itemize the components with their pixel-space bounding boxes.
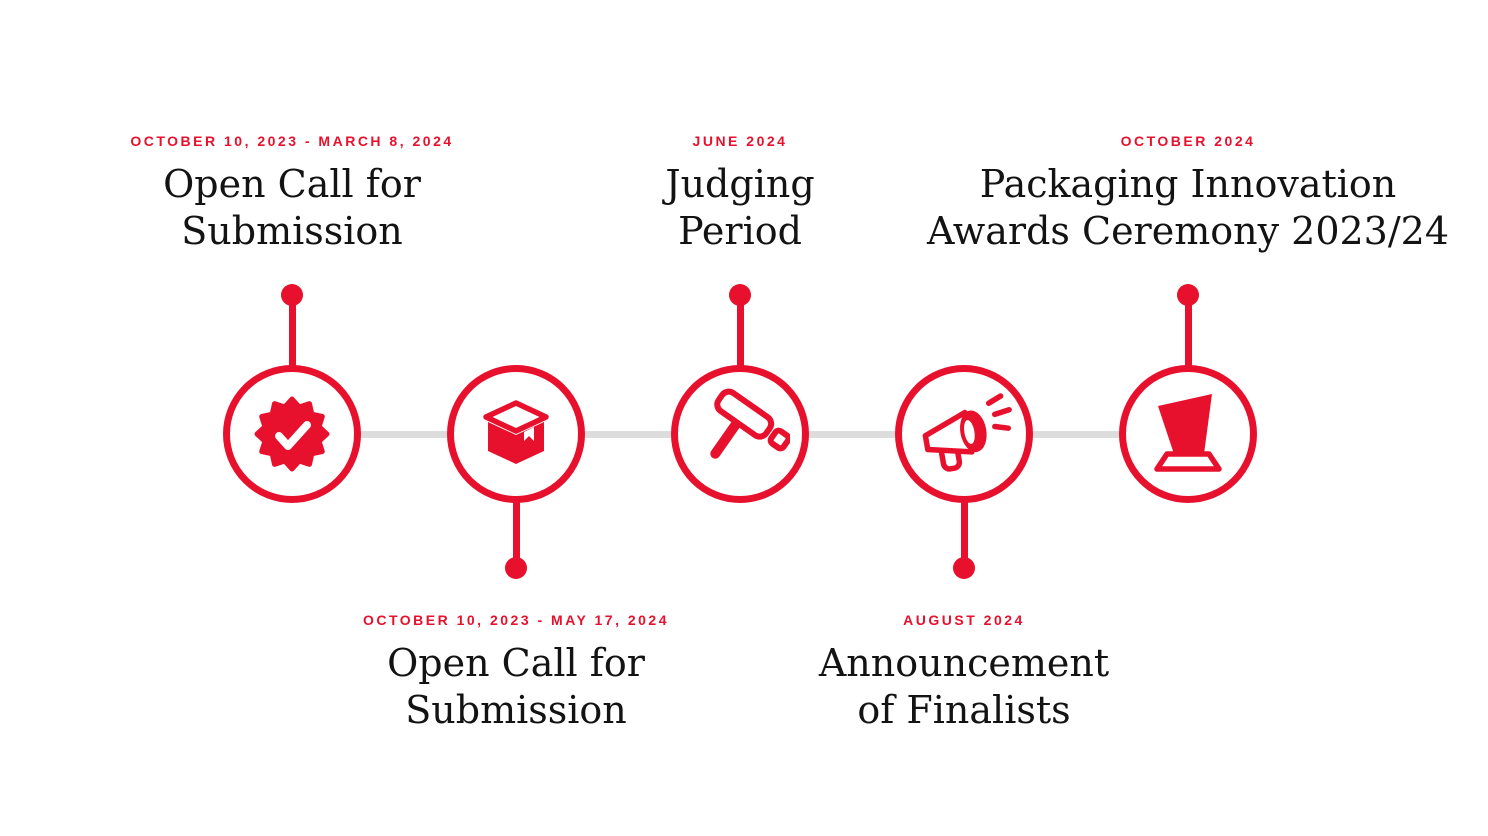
milestone-title: Announcement of Finalists: [818, 641, 1110, 732]
milestone-title: Packaging Innovation Awards Ceremony 202…: [927, 162, 1449, 253]
connector-stem: [512, 496, 520, 566]
connector-stem: [1184, 298, 1192, 368]
megaphone-icon: [914, 384, 1014, 484]
milestone-circle: [223, 365, 361, 503]
milestone-date: OCTOBER 10, 2023 - MAY 17, 2024: [362, 612, 670, 628]
connector-dot: [281, 284, 303, 306]
connector-dot: [1177, 284, 1199, 306]
milestone-date: OCTOBER 2024: [1120, 133, 1256, 149]
badge-check-icon: [242, 384, 342, 484]
connector-dot: [505, 557, 527, 579]
trophy-icon: [1138, 384, 1238, 484]
connector-dot: [729, 284, 751, 306]
connector-stem: [288, 298, 296, 368]
milestone-title: Open Call for Submission: [163, 162, 421, 253]
milestone-date: JUNE 2024: [692, 133, 788, 149]
milestone-title: Judging Period: [665, 162, 815, 253]
connector-dot: [953, 557, 975, 579]
milestone-circle: [895, 365, 1033, 503]
milestone-date: AUGUST 2024: [903, 612, 1025, 628]
connector-stem: [960, 496, 968, 566]
package-icon: [466, 384, 566, 484]
gavel-icon: [690, 384, 790, 484]
milestone-circle: [447, 365, 585, 503]
milestone-date: OCTOBER 10, 2023 - MARCH 8, 2024: [130, 133, 454, 149]
connector-stem: [736, 298, 744, 368]
milestone-title: Open Call for Submission: [387, 641, 645, 732]
milestone-circle: [671, 365, 809, 503]
milestone-circle: [1119, 365, 1257, 503]
